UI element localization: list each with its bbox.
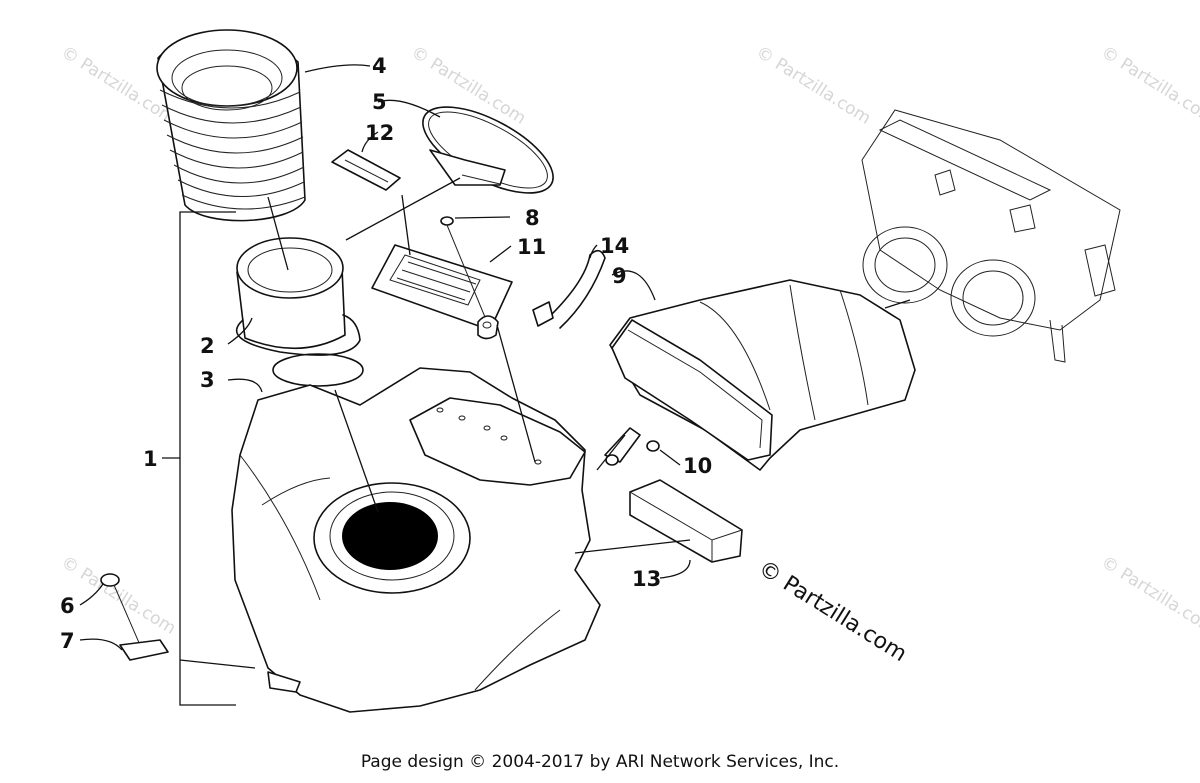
part-9-intake-duct — [609, 279, 916, 471]
watermark-faint: © Partzilla.com — [407, 42, 529, 128]
callout-1: 1 — [143, 447, 158, 471]
part-12-strip — [331, 149, 401, 191]
part-14-hose — [532, 249, 606, 329]
part-11-decal — [371, 244, 513, 331]
part-3-airbox — [231, 367, 601, 713]
footer-copyright: Page design © 2004-2017 by ARI Network S… — [360, 752, 840, 772]
airbox-opening — [342, 502, 438, 570]
callout-3: 3 — [200, 368, 215, 392]
callout-12: 12 — [365, 121, 394, 145]
throttle-body-assembly — [861, 109, 1121, 363]
part-5-clamp — [422, 106, 554, 194]
part-2-adapter — [236, 237, 364, 387]
assembly-bracket — [179, 211, 236, 706]
part-4-bellows-boot — [156, 29, 306, 222]
part-7-clip — [119, 639, 169, 661]
watermark-faint: © Partzilla.com — [1097, 42, 1200, 128]
callout-7: 7 — [60, 629, 75, 653]
callouts: 1 2 3 4 5 6 7 8 9 10 11 12 13 14 — [60, 54, 712, 653]
watermark-faint: © Partzilla.com — [752, 42, 874, 128]
callout-4: 4 — [372, 54, 387, 78]
callout-13: 13 — [632, 567, 661, 591]
part-10-sensor — [604, 427, 660, 466]
callout-14: 14 — [600, 234, 629, 258]
callout-6: 6 — [60, 594, 75, 618]
leader-lines — [79, 64, 911, 669]
part-6-fastener — [100, 573, 141, 646]
callout-11: 11 — [517, 235, 546, 259]
watermark-main: © Partzilla.com — [754, 556, 911, 667]
part-8-screw — [440, 216, 499, 340]
callout-10: 10 — [683, 454, 712, 478]
part-13-foam-block — [629, 479, 743, 563]
watermark-faint: © Partzilla.com — [1097, 552, 1200, 638]
callout-9: 9 — [612, 264, 627, 288]
callout-5: 5 — [372, 90, 387, 114]
callout-2: 2 — [200, 334, 215, 358]
callout-8: 8 — [525, 206, 540, 230]
